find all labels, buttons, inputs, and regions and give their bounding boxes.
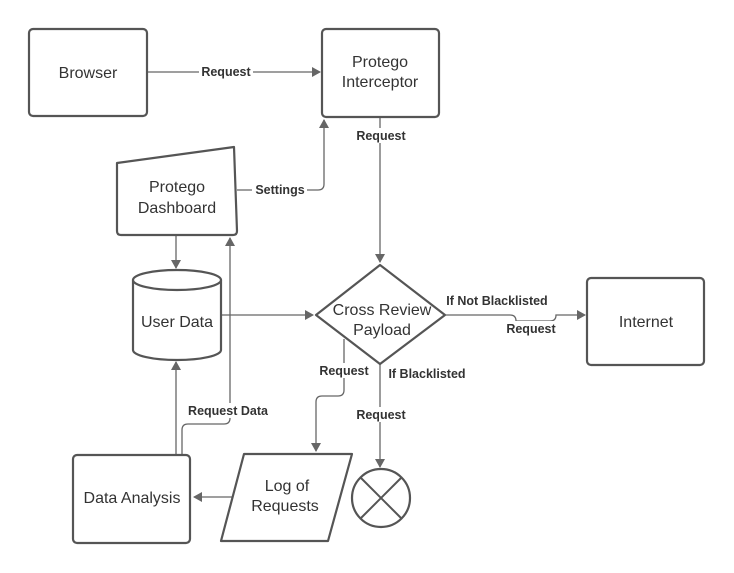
edge-label-internet-request: Request xyxy=(506,322,556,336)
edge-label-request-data: Request Data xyxy=(188,404,269,418)
interceptor-label-line2: Interceptor xyxy=(342,74,419,91)
user-data-label: User Data xyxy=(141,314,213,331)
browser-label: Browser xyxy=(59,65,118,82)
edge-label-if-not-blacklisted: If Not Blacklisted xyxy=(446,294,547,308)
edge-review-to-internet xyxy=(446,310,586,322)
protego-dashboard-node: Protego Dashboard xyxy=(115,145,239,237)
browser-node: Browser xyxy=(27,27,149,118)
data-analysis-node: Data Analysis xyxy=(71,453,192,545)
interceptor-label-line1: Protego xyxy=(352,54,408,71)
log-label-line1: Log of xyxy=(265,478,310,495)
dashboard-label-line1: Protego xyxy=(149,179,205,196)
protego-interceptor-node: Protego Interceptor xyxy=(320,27,441,119)
edge-dashboard-to-interceptor xyxy=(237,119,329,191)
user-data-node: User Data xyxy=(131,268,223,362)
cross-review-label-line2: Payload xyxy=(353,322,411,339)
internet-node: Internet xyxy=(585,276,706,367)
internet-label: Internet xyxy=(619,314,674,331)
edge-label-block-request: Request xyxy=(356,408,406,422)
edge-label-settings: Settings xyxy=(255,183,304,197)
cross-review-node: Cross Review Payload xyxy=(314,263,447,366)
edge-label-log-request: Request xyxy=(319,364,369,378)
edge-label-if-blacklisted: If Blacklisted xyxy=(388,367,465,381)
blocked-terminator-icon xyxy=(350,467,412,529)
edge-label-browser-request: Request xyxy=(201,65,251,79)
log-of-requests-node: Log of Requests xyxy=(219,452,354,543)
cross-review-label-line1: Cross Review xyxy=(333,302,432,319)
edge-labels: Request Request Settings If Not Blacklis… xyxy=(185,64,559,422)
edge-review-to-log xyxy=(311,339,345,452)
log-label-line2: Requests xyxy=(251,498,319,515)
edge-analysis-to-dashboard xyxy=(181,237,235,454)
edge-label-interceptor-request: Request xyxy=(356,129,406,143)
dashboard-label-line2: Dashboard xyxy=(138,200,216,217)
data-analysis-label: Data Analysis xyxy=(84,490,181,507)
